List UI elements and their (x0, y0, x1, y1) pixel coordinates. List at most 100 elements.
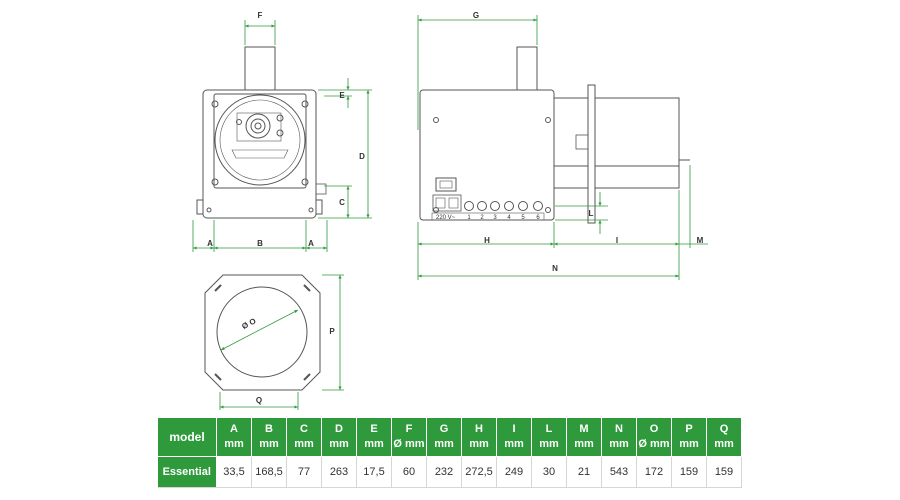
column-letter: P (685, 423, 693, 435)
value-cell: 30 (531, 456, 567, 488)
column-unit: Ø mm (393, 438, 425, 450)
model-name-cell: Essential (157, 456, 217, 488)
dim-label-c: C (339, 198, 345, 207)
dim-label-i: I (616, 236, 618, 245)
dim-label-d: D (359, 152, 365, 161)
column-letter: M (579, 423, 589, 435)
column-unit: mm (364, 438, 384, 450)
port-label: 3 (493, 215, 497, 221)
column-unit: mm (469, 438, 489, 450)
dim-label-l: L (589, 209, 594, 218)
port-label: 1 (467, 215, 471, 221)
flange-plate (204, 274, 321, 391)
front-round-cover (214, 94, 306, 186)
front-view (196, 46, 327, 219)
value-cell: 77 (286, 456, 322, 488)
column-unit: mm (259, 438, 279, 450)
value-cell: 249 (496, 456, 532, 488)
column-letter: D (335, 423, 343, 435)
flange-hole (216, 286, 308, 378)
side-flange (587, 84, 596, 224)
side-chimney (516, 46, 538, 91)
column-unit: mm (539, 438, 559, 450)
value-cell: 168,5 (251, 456, 287, 488)
column-letter: L (545, 423, 553, 435)
column-header: O Ø mm (636, 417, 672, 457)
value-cell: 543 (601, 456, 637, 488)
column-letter: O (649, 423, 659, 435)
dim-label-p: P (329, 327, 335, 336)
value-cell: 60 (391, 456, 427, 488)
dim-label-f: F (258, 11, 263, 20)
column-unit: Ø mm (638, 438, 670, 450)
front-inner-plate (213, 93, 307, 189)
port-label: 2 (480, 215, 484, 221)
voltage-label: 220 V~ (436, 215, 456, 221)
port-label: 5 (521, 215, 525, 221)
flange-view (204, 274, 321, 391)
port-label: 6 (536, 215, 540, 221)
connector-panel (431, 212, 545, 221)
column-header: F Ø mm (391, 417, 427, 457)
dim-label-m: M (697, 236, 704, 245)
side-view (419, 46, 690, 224)
side-dimensions (417, 15, 708, 280)
column-letter: N (615, 423, 623, 435)
technical-drawing: F A B A D C E 220 V~ 1 2 3 4 5 6 (192, 11, 708, 410)
side-tube (553, 97, 680, 189)
column-unit: mm (504, 438, 524, 450)
connector-port-labels: 1 2 3 4 5 6 (467, 215, 540, 221)
table-row: Essential 33,5 168,5 77 263 17,5 60 232 … (157, 456, 742, 488)
value-cell: 159 (671, 456, 707, 488)
value-cell: 17,5 (356, 456, 392, 488)
dim-label-g: G (473, 11, 479, 20)
power-switch (432, 194, 462, 212)
value-cell: 232 (426, 456, 462, 488)
dim-label-a-right: A (308, 239, 314, 248)
dim-label-h: H (484, 236, 490, 245)
front-chimney (244, 46, 276, 91)
column-letter: H (475, 423, 483, 435)
column-letter: F (405, 423, 413, 435)
column-letter: A (230, 423, 238, 435)
value-cell: 172 (636, 456, 672, 488)
dim-label-q: Q (256, 396, 262, 405)
flange-dimensions (219, 274, 344, 410)
value-cell: 159 (706, 456, 742, 488)
column-unit: mm (224, 438, 244, 450)
dim-label-e: E (339, 91, 345, 100)
column-unit: mm (609, 438, 629, 450)
value-cell: 33,5 (216, 456, 252, 488)
column-unit: mm (679, 438, 699, 450)
column-unit: mm (574, 438, 594, 450)
value-cell: 21 (566, 456, 602, 488)
dim-label-b: B (257, 239, 263, 248)
column-letter: E (370, 423, 378, 435)
column-letter: Q (719, 423, 729, 435)
front-dimensions (192, 20, 372, 252)
column-unit: mm (329, 438, 349, 450)
value-cell: 263 (321, 456, 357, 488)
power-socket (435, 177, 457, 192)
port-label: 4 (507, 215, 511, 221)
column-letter: I (512, 423, 516, 435)
column-unit: mm (294, 438, 314, 450)
dim-label-a-left: A (207, 239, 213, 248)
side-body (419, 89, 555, 221)
column-unit: mm (434, 438, 454, 450)
column-letter: B (265, 423, 273, 435)
